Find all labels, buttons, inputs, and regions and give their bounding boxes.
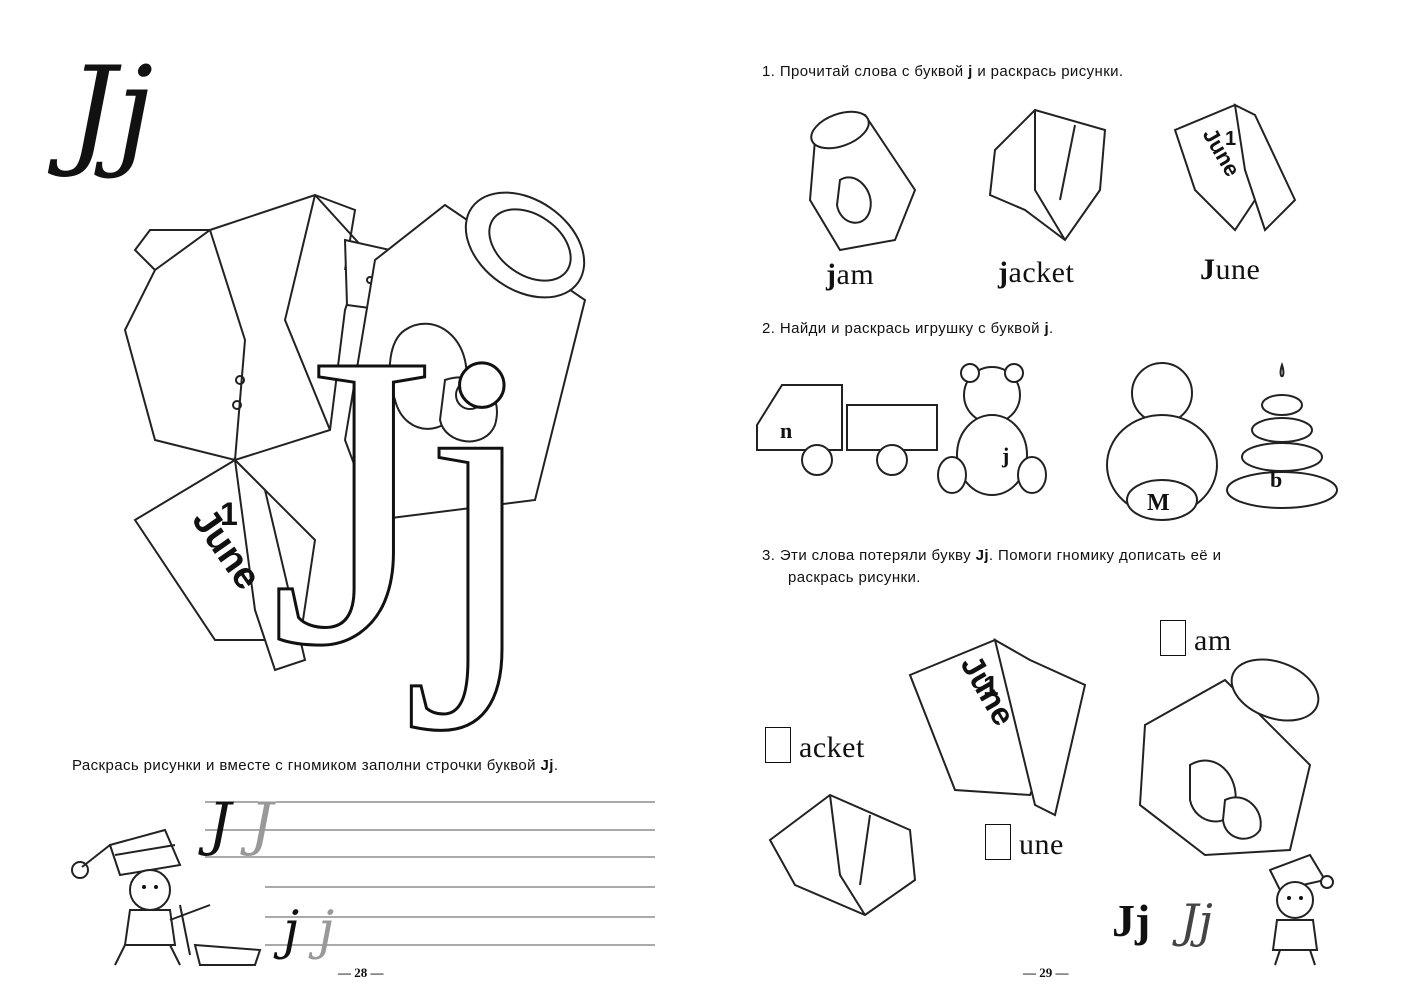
calendar-illustration-icon: June 1 xyxy=(133,457,317,672)
task1-instruction: 1. Прочитай слова с буквой j и раскрась … xyxy=(762,63,1124,80)
jam-jar-icon xyxy=(808,110,917,252)
task3-jacket-icon xyxy=(768,793,917,917)
task2-text: 2. Найди и раскрась игрушку с буквой xyxy=(762,320,1040,337)
gnome-icon xyxy=(1268,853,1334,966)
task3-suffix: . Помоги гномику дописать её и xyxy=(988,547,1222,564)
letters-print-jj: Jj xyxy=(1112,895,1151,946)
task1-word-jam: jam xyxy=(826,258,875,291)
teddy-bear-icon: j xyxy=(937,363,1047,496)
left-page: Jj June 1 Jj xyxy=(0,0,700,1000)
left-instruction: Раскрась рисунки и вместе с гномиком зап… xyxy=(72,757,672,774)
right-page: 1. Прочитай слова с буквой j и раскрась … xyxy=(700,0,1401,1000)
task1-letter: j xyxy=(968,63,973,80)
trace-line-2-light: j xyxy=(318,901,335,961)
gnome-writing-icon xyxy=(71,828,262,966)
task1-suffix: и раскрась рисунки. xyxy=(977,63,1124,80)
letters-italic-jj: Jj xyxy=(1180,894,1213,948)
task3-letter: Jj xyxy=(975,547,989,564)
task3-word-am: am xyxy=(1160,620,1232,658)
answer-box-am[interactable] xyxy=(1160,620,1186,656)
task2-suffix: . xyxy=(1049,320,1054,337)
left-instruction-letter: Jj xyxy=(540,757,554,774)
calendar-day-label: 1 xyxy=(220,496,238,532)
cursive-letters-heading: Jj xyxy=(68,42,154,181)
roly-poly-doll-icon: M xyxy=(1106,362,1218,521)
toy-letter-m: M xyxy=(1147,490,1170,516)
big-letters-jj: Jj xyxy=(268,267,541,732)
main-illustration: June 1 xyxy=(123,191,587,672)
page-number-right: — 29 — xyxy=(1023,965,1069,980)
task3-calendar-day: 1 xyxy=(983,670,999,701)
handwriting-lines xyxy=(205,801,655,946)
answer-box-une[interactable] xyxy=(985,824,1011,860)
left-instruction-suffix: . xyxy=(553,757,559,774)
toy-letter-j: j xyxy=(1001,443,1009,468)
task1-word-jacket: jacket xyxy=(998,256,1075,289)
task2-instruction: 2. Найди и раскрась игрушку с буквой j. xyxy=(762,320,1054,337)
left-instruction-text: Раскрась рисунки и вместе с гномиком зап… xyxy=(72,757,536,774)
task1-text: 1. Прочитай слова с буквой xyxy=(762,63,964,80)
task2-toys: n j M b xyxy=(756,361,1338,521)
jacket-icon xyxy=(988,108,1107,242)
task3-jam-jar-icon xyxy=(1138,658,1320,857)
page-number-left: — 28 — xyxy=(338,965,384,980)
toy-letter-n: n xyxy=(780,418,792,443)
trace-line-1-dark: J xyxy=(208,790,232,858)
task3-pictures: June 1 xyxy=(768,637,1320,917)
toy-letter-b: b xyxy=(1270,467,1282,492)
task3-text-line2: раскрась рисунки. xyxy=(788,569,921,586)
stacking-pyramid-icon: b xyxy=(1226,361,1338,509)
task3-word-acket: acket xyxy=(765,727,865,765)
task1-word-june: June xyxy=(1200,253,1261,286)
jam-jar-illustration-icon xyxy=(343,191,587,522)
task1-pictures: June 1 xyxy=(808,103,1297,252)
calendar-icon: June 1 xyxy=(1173,103,1297,232)
task2-letter: j xyxy=(1044,320,1050,337)
trace-line-2-dark: j xyxy=(283,901,300,961)
task3-word-une: une xyxy=(985,824,1064,862)
task3-calendar-icon: June 1 xyxy=(908,637,1087,817)
trace-line-1-light: J xyxy=(250,790,274,858)
task1-calendar-day: 1 xyxy=(1225,128,1236,150)
answer-box-acket[interactable] xyxy=(765,727,791,763)
task3-text: 3. Эти слова потеряли букву xyxy=(762,547,971,564)
task3-instruction: 3. Эти слова потеряли букву Jj. Помоги г… xyxy=(762,545,1332,589)
truck-icon: n xyxy=(756,384,938,476)
